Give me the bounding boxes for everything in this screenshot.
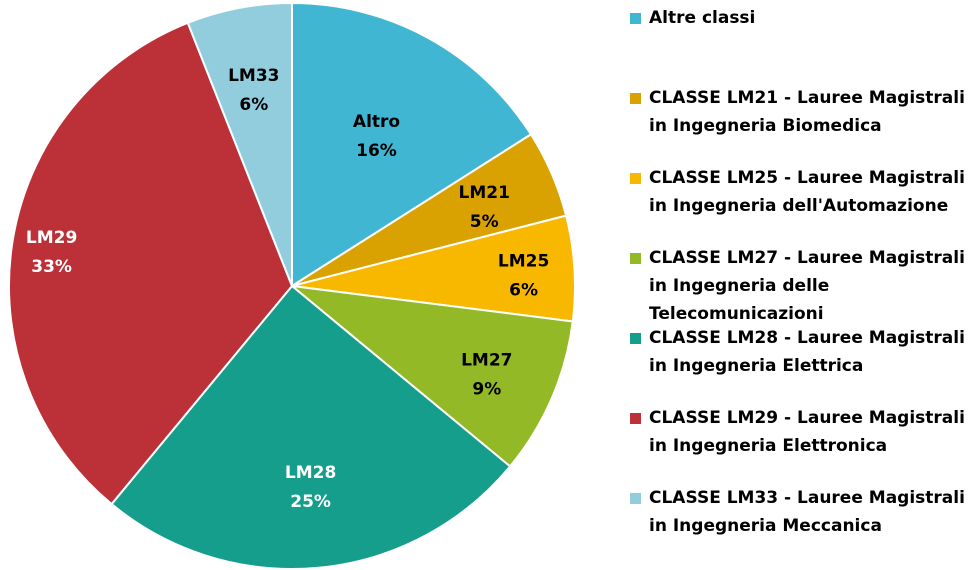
slice-percent: 9% xyxy=(472,379,501,399)
legend-swatch xyxy=(630,333,641,344)
slice-label-lm28: LM28 25% xyxy=(285,463,336,512)
slice-name: LM21 xyxy=(458,183,509,203)
legend-label: CLASSE LM25 - Lauree Magistrali in Ingeg… xyxy=(649,168,965,216)
slice-percent: 25% xyxy=(290,492,331,512)
legend-swatch xyxy=(630,13,641,24)
legend-swatch xyxy=(630,493,641,504)
pie-slice-lm29 xyxy=(8,21,294,506)
legend-label: CLASSE LM29 - Lauree Magistrali in Ingeg… xyxy=(649,408,965,456)
pie-slices xyxy=(8,1,576,570)
slice-label-lm25: LM25 6% xyxy=(498,251,549,300)
slice-name: LM29 xyxy=(26,228,77,248)
legend-label: CLASSE LM33 - Lauree Magistrali in Ingeg… xyxy=(649,488,965,536)
legend-label: CLASSE LM27 - Lauree Magistrali in Ingeg… xyxy=(649,248,965,324)
legend-label: CLASSE LM21 - Lauree Magistrali in Ingeg… xyxy=(649,88,965,136)
legend-swatch xyxy=(630,253,641,264)
slice-name: LM33 xyxy=(228,66,279,86)
slice-label-lm27: LM27 9% xyxy=(461,350,512,399)
slice-percent: 6% xyxy=(239,95,268,115)
slice-percent: 5% xyxy=(470,212,499,232)
slice-name: LM27 xyxy=(461,350,512,370)
slice-percent: 16% xyxy=(356,141,397,161)
legend-swatch xyxy=(630,173,641,184)
legend-swatch xyxy=(630,93,641,104)
slice-label-lm33: LM33 6% xyxy=(228,66,279,115)
slice-label-lm29: LM29 33% xyxy=(26,228,77,277)
slice-name: LM25 xyxy=(498,251,549,271)
slice-name: LM28 xyxy=(285,463,336,483)
pie-slice-lm33 xyxy=(186,1,293,287)
slice-percent: 6% xyxy=(509,280,538,300)
legend-label: Altre classi xyxy=(649,8,756,28)
pie-chart-plot: Altro 16% LM21 5% LM25 6% LM27 9% LM28 25% LM29 33%… xyxy=(8,1,576,570)
slice-percent: 33% xyxy=(31,257,72,277)
legend-swatch xyxy=(630,413,641,424)
pie-labels: Altro 16% LM21 5% LM25 6% LM27 9% LM28 25% LM29 33%… xyxy=(26,66,549,512)
pie-slice-altro xyxy=(291,1,533,288)
slice-label-lm21: LM21 5% xyxy=(458,183,509,232)
legend-label: CLASSE LM28 - Lauree Magistrali in Ingeg… xyxy=(649,328,965,376)
slice-name: Altro xyxy=(353,112,400,132)
pie-slice-lm28 xyxy=(110,284,512,570)
pie-slice-lm27 xyxy=(288,284,574,468)
slice-label-altro: Altro 16% xyxy=(353,112,400,161)
